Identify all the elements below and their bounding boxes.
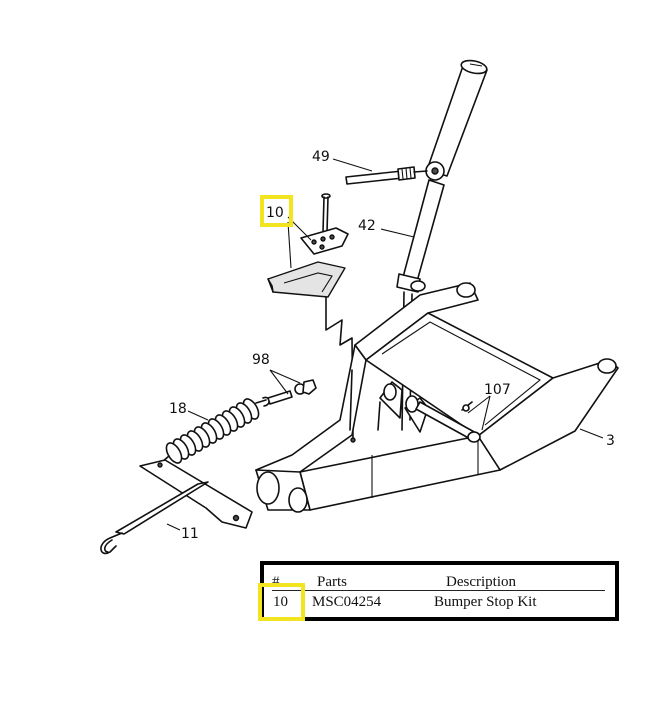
row-number-highlight bbox=[258, 583, 305, 621]
callout-10-highlight bbox=[260, 195, 293, 227]
header-divider bbox=[272, 590, 605, 591]
spring-18 bbox=[159, 379, 317, 470]
callout-49: 49 bbox=[312, 149, 330, 165]
callout-42: 42 bbox=[358, 218, 376, 234]
row-part-cell: MSC04254 bbox=[312, 594, 382, 610]
callout-11: 11 bbox=[181, 526, 199, 542]
callout-3: 3 bbox=[606, 433, 615, 449]
column-header-number: # bbox=[272, 574, 280, 590]
frame-3 bbox=[255, 280, 619, 513]
pin-49 bbox=[345, 166, 428, 185]
leader-lines bbox=[166, 158, 604, 531]
column-header-description: Description bbox=[446, 574, 516, 590]
parts-table: # Parts Description 10 MSC04254 Bumper S… bbox=[258, 561, 619, 621]
row-number-cell: 10 bbox=[273, 594, 288, 610]
pedal-linkage-11 bbox=[100, 459, 253, 555]
row-description-cell: Bumper Stop Kit bbox=[434, 594, 537, 610]
column-header-parts: Parts bbox=[317, 574, 347, 590]
callout-18: 18 bbox=[169, 401, 187, 417]
callout-107: 107 bbox=[484, 382, 511, 398]
callout-98: 98 bbox=[252, 352, 270, 368]
bumper-stop-10 bbox=[267, 193, 356, 443]
callout-10: 10 bbox=[266, 205, 284, 221]
